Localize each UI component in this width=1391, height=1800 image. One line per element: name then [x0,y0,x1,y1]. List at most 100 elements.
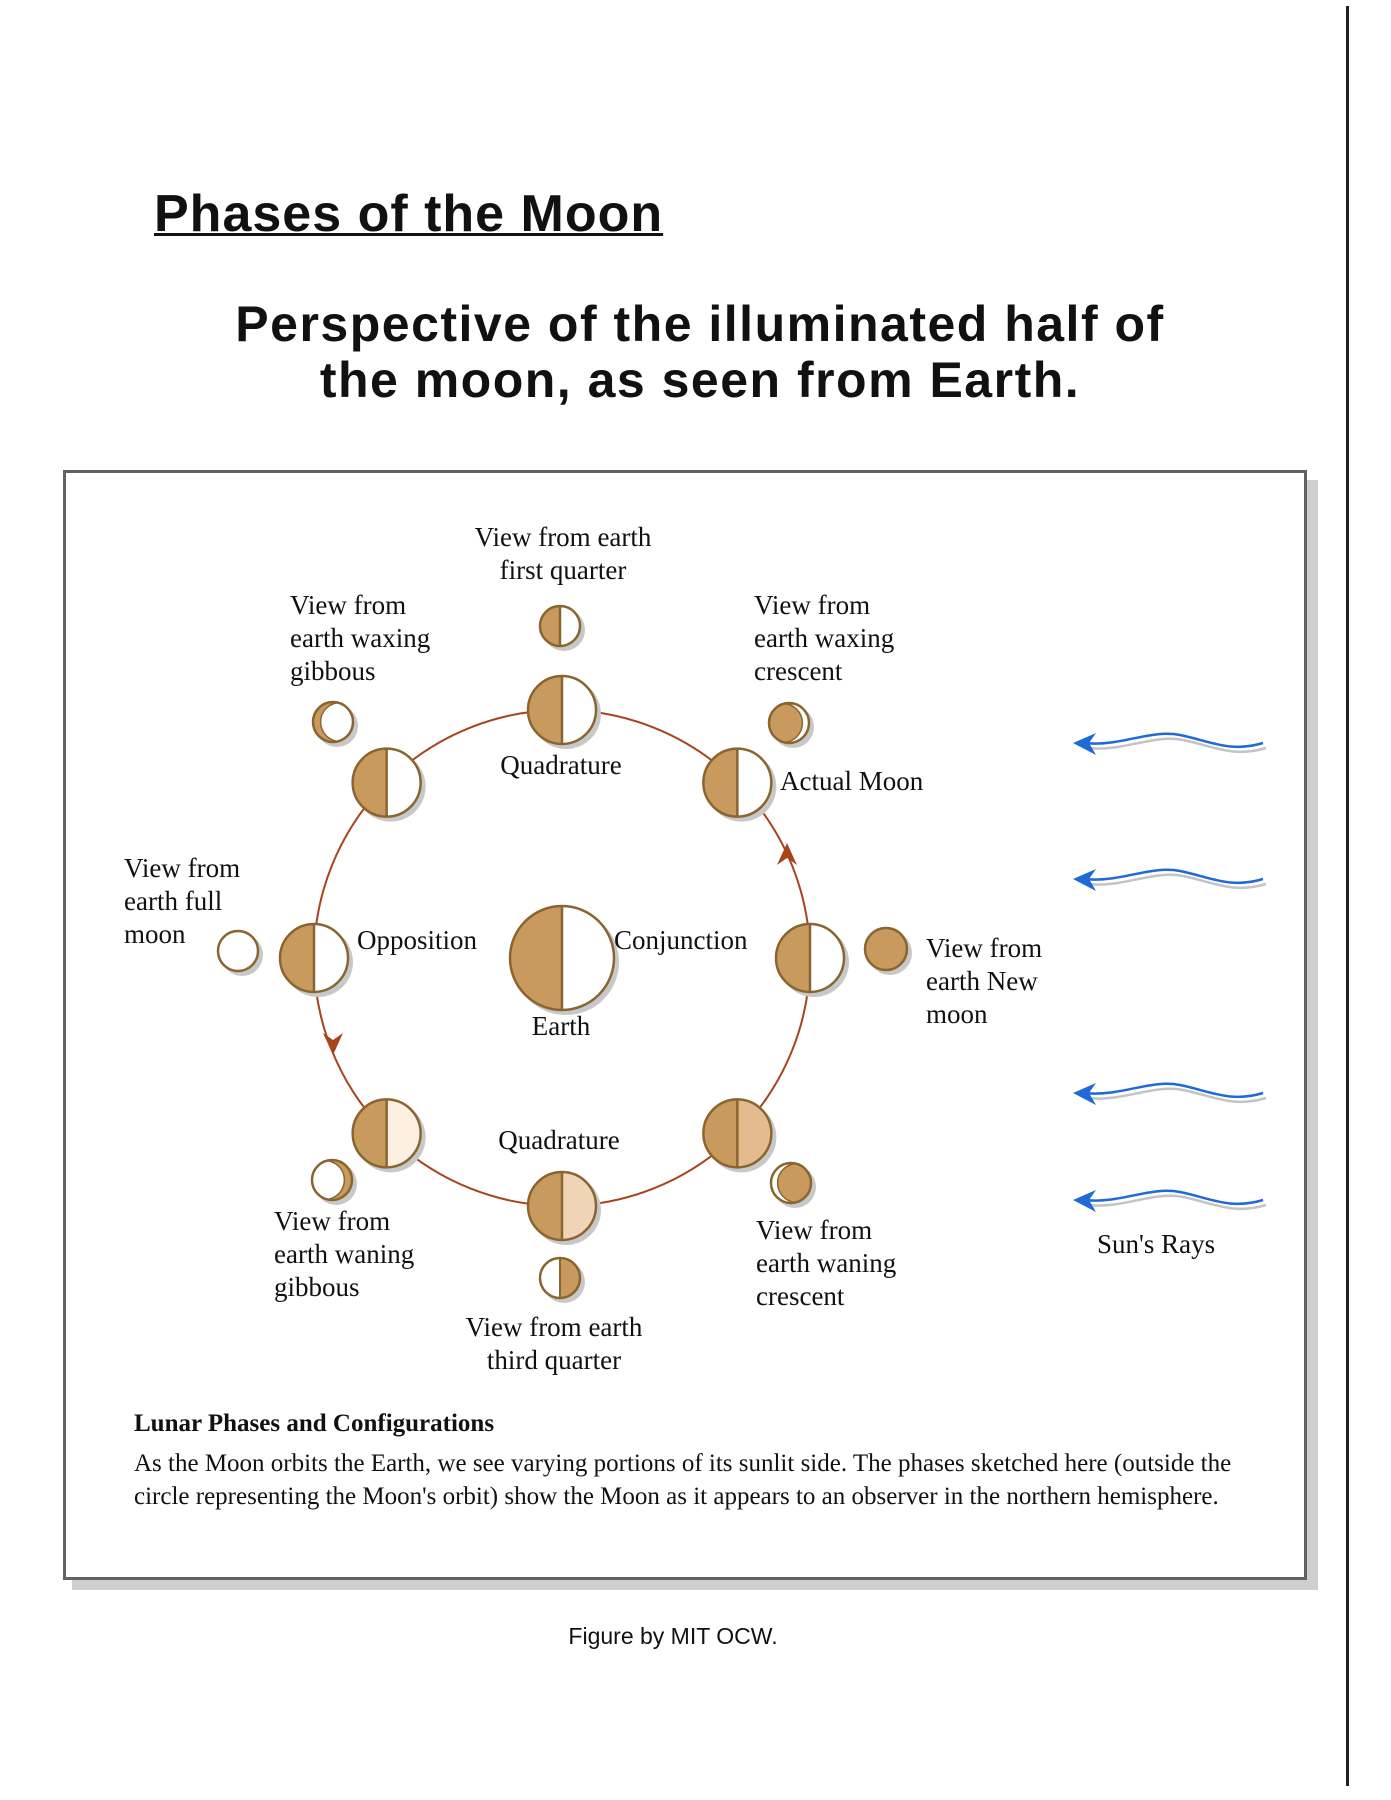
moon-view-full [216,929,263,976]
label-line: moon [926,999,988,1029]
moon-outline [526,1170,598,1242]
moon-dark-half [560,1258,580,1298]
ray-line [1084,732,1264,749]
label-line: moon [124,919,186,949]
subtitle-line: Perspective of the illuminated half of [235,296,1165,352]
moon-outline [216,929,260,973]
moon-dark-half [540,606,560,646]
moon-view-third-quarter [538,1256,585,1303]
label-line: third quarter [486,1345,622,1375]
moon-outline [769,1161,813,1205]
label-line: crescent [756,1281,845,1311]
label-line: earth New [926,966,1038,996]
caption-heading: Lunar Phases and Configurations [134,1410,495,1437]
subtitle-line: the moon, as seen from Earth. [319,352,1081,408]
label-quadrature-bottom: Quadrature [498,1125,620,1155]
moon-orbit-conjunction [774,922,849,997]
ray-shadow [1087,1087,1267,1104]
figure-credit: Figure by MIT OCW. [568,1623,778,1649]
moon-view-first-quarter [538,604,585,651]
moon-outline [278,922,350,994]
moon-dark-half [280,924,314,992]
orbit-arrow-icon [323,1033,343,1055]
label-line: gibbous [274,1272,360,1302]
caption-body: As the Moon orbits the Earth, we see var… [134,1450,1232,1510]
moon-outline [538,1256,582,1300]
label-actual-moon: Actual Moon [780,766,924,796]
moon-orbit-waxing-gibbous [351,747,426,822]
earth-icon [508,904,619,1015]
moon-orbit-quadrature-bottom [526,1170,601,1245]
moon-dark-half [352,1099,387,1168]
moon-outline [311,700,355,744]
moon-dark-half [510,906,562,1010]
label-line: View from [926,933,1043,963]
moon-outline [774,922,846,994]
moon-dark-half [528,1172,562,1240]
ray-line [1084,1082,1264,1099]
label-quadrature-top: Quadrature [500,750,622,780]
label-opposition: Opposition [357,925,478,955]
moon-orbit-waxing-crescent [702,747,777,822]
ray-arrowhead [1073,733,1096,755]
page-edge-line [1346,6,1349,1786]
label-line: gibbous [290,656,376,686]
label-line: View from [274,1206,391,1236]
figure-frame [63,470,1307,1580]
label-line: earth waxing [290,623,431,653]
moon-view-waxing-gibbous [311,700,358,747]
moon-lit [218,931,258,971]
moon-dark-half [528,676,562,744]
label-line: crescent [754,656,843,686]
label-line: earth waning [756,1248,897,1278]
label-earth: Earth [531,1011,591,1041]
page-subtitle: Perspective of the illuminated half of t… [140,296,1260,408]
moon-outline [351,747,422,818]
orbit-arrow-icon [777,843,797,865]
label-line: View from [124,853,241,883]
moon-dark-half [703,1099,738,1168]
moon-dark [865,928,907,970]
label-line: View from [290,590,407,620]
moon-outline [351,1098,422,1169]
label-line: View from [756,1215,873,1245]
sun-ray-arrow-icon [1073,868,1267,891]
moon-outline [538,604,582,648]
moon-orbit-waning-gibbous [351,1098,426,1173]
page-title: Phases of the Moon [154,185,664,243]
moon-outline [508,904,616,1012]
moon-view-waxing-crescent [767,701,814,748]
label-line: earth full [124,886,223,916]
moon-orbit-opposition [278,922,353,997]
sun-ray-arrow-icon [1073,1189,1267,1212]
moon-view-new [863,926,912,975]
sun-ray-arrow-icon [1073,1082,1267,1105]
ray-shadow [1087,737,1267,754]
moon-dark-half [776,924,810,992]
ray-arrowhead [1073,1190,1096,1212]
label-suns-rays: Sun's Rays [1097,1229,1216,1259]
label-line: View from earth [465,1312,643,1342]
moon-view-waning-gibbous [310,1158,357,1205]
moon-outline [767,701,811,745]
moon-outline [702,747,773,818]
label-line: View from [754,590,871,620]
moon-outline [526,674,598,746]
ray-shadow [1087,1194,1267,1211]
ray-line [1084,868,1264,885]
ray-arrowhead [1073,869,1096,891]
moon-outline [310,1158,354,1202]
label-line: earth waning [274,1239,415,1269]
moon-view-waning-crescent [769,1161,816,1208]
moon-orbit-quadrature-top [526,674,601,749]
label-line: earth waxing [754,623,895,653]
moon-dark-half [352,748,387,817]
